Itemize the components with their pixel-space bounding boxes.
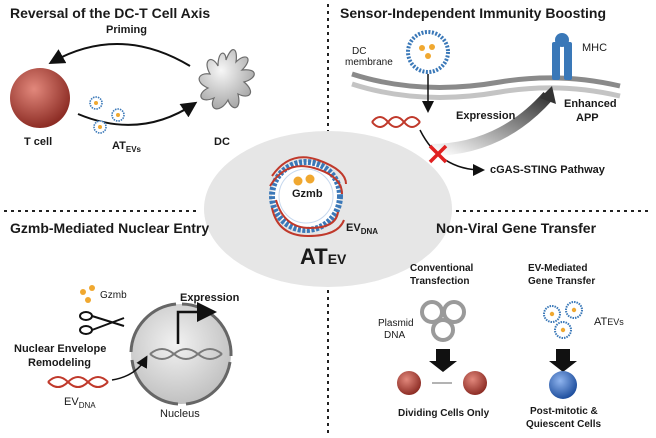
plasmid-label-2: DNA	[384, 330, 406, 341]
panel-sensor-independent	[351, 30, 621, 176]
ev-vesicle-icon	[406, 30, 450, 74]
post-mitotic-label-2: Quiescent Cells	[526, 419, 602, 430]
dividing-cell-icon	[463, 371, 487, 395]
cross-icon	[428, 144, 448, 164]
priming-arrow	[48, 42, 191, 67]
dna-helix-icon	[47, 376, 109, 388]
nucleus-icon	[129, 302, 233, 406]
mhc-label: MHC	[582, 42, 608, 54]
ev-mediated-label-1: EV-Mediated	[528, 263, 588, 274]
at-evs-br-main: AT	[594, 316, 608, 328]
panel-dc-t-cell-axis	[10, 42, 255, 134]
t-cell-label: T cell	[24, 136, 53, 148]
enhanced-app-label-1: Enhanced	[564, 98, 617, 110]
expression-arrow	[176, 302, 217, 344]
ev-dna-center-sub: DNA	[360, 227, 379, 237]
at-evs-br-label: ATEVs	[594, 316, 624, 328]
dc-membrane-label-1: DC	[352, 46, 367, 57]
at-evs-sub: EVs	[125, 145, 141, 155]
gzmb-dots-icon	[80, 285, 95, 303]
ev-vesicle-icon	[543, 301, 583, 339]
ev-vesicle-icon	[269, 159, 343, 233]
quiescent-cell-icon	[549, 371, 577, 399]
cgas-sting-label: cGAS-STING Pathway	[490, 164, 605, 176]
t-cell-icon	[10, 68, 70, 128]
ev-vesicle-icon	[89, 96, 125, 134]
mhc-receptor-icon	[552, 33, 572, 80]
ev-dna-bl-main: EV	[64, 396, 79, 408]
atev-title-main: AT	[300, 244, 328, 269]
plasmid-label-1: Plasmid	[378, 318, 414, 329]
ev-transfer-arrow	[77, 101, 198, 126]
ev-dna-bl-label: EVDNA	[64, 396, 96, 410]
expression-arrow	[429, 91, 553, 156]
at-evs-br-sub: EVs	[607, 317, 624, 327]
panel-center-atev	[204, 131, 452, 287]
enhanced-app-label-2: APP	[576, 112, 599, 124]
dna-helix-icon	[149, 348, 223, 360]
ev-dna-center-label: EVDNA	[346, 222, 378, 236]
conventional-label-2: Transfection	[410, 276, 470, 287]
at-evs-label: ATEVs	[112, 140, 141, 154]
down-arrow-icon	[549, 349, 577, 372]
dendritic-cell-icon	[198, 49, 255, 110]
atev-title: ATEV	[300, 244, 346, 270]
panel-title-non-viral: Non-Viral Gene Transfer	[436, 220, 597, 236]
dc-membrane-outer	[351, 71, 621, 90]
at-evs-main: AT	[112, 140, 126, 152]
dividing-cell-icon	[397, 371, 421, 395]
dc-membrane-label-2: membrane	[345, 57, 393, 68]
expression-arrowhead	[540, 86, 556, 104]
atev-title-sub: EV	[327, 251, 347, 267]
scissors-icon	[79, 311, 125, 335]
dc-membrane-inner	[351, 81, 621, 100]
expression-label: Expression	[456, 110, 516, 122]
dc-label: DC	[214, 136, 230, 148]
ev-dna-center-main: EV	[346, 222, 361, 234]
nucleus-label: Nucleus	[160, 408, 200, 420]
gzmb-center-label: Gzmb	[292, 188, 323, 200]
panel-title-gzmb: Gzmb-Mediated Nuclear Entry	[10, 220, 210, 236]
panel-title-dc-t-cell: Reversal of the DC-T Cell Axis	[10, 5, 211, 21]
post-mitotic-label-1: Post-mitotic &	[530, 406, 598, 417]
dna-helix-icon	[269, 156, 347, 238]
dna-helix-icon	[371, 116, 421, 128]
panel-gzmb-nuclear	[47, 285, 233, 406]
panel-title-sensor: Sensor-Independent Immunity Boosting	[340, 5, 607, 21]
ev-mediated-label-2: Gene Transfer	[528, 276, 596, 287]
priming-label: Priming	[106, 24, 147, 36]
gzmb-label: Gzmb	[100, 290, 127, 301]
nuclear-envelope-label-2: Remodeling	[28, 357, 91, 369]
entry-arrow	[111, 355, 148, 381]
conventional-label-1: Conventional	[410, 263, 474, 274]
ev-dna-bl-sub: DNA	[78, 401, 96, 411]
plasmid-ring-icon	[420, 300, 466, 342]
expression-bl-label: Expression	[180, 292, 240, 304]
panel-non-viral	[397, 300, 583, 399]
nuclear-envelope-label-1: Nuclear Envelope	[14, 343, 107, 355]
dividing-cells-label: Dividing Cells Only	[398, 408, 490, 419]
down-arrow-icon	[429, 349, 457, 372]
